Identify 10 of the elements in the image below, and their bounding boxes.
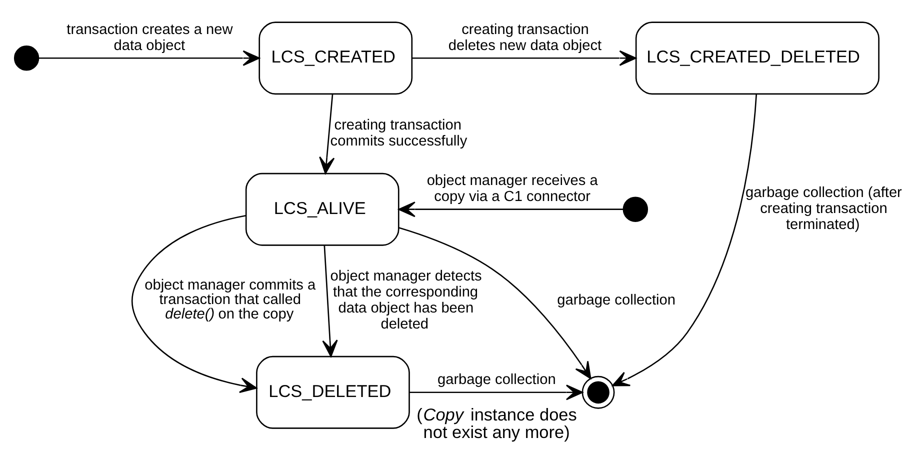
edge-label: creating transaction commits successfully: [330, 116, 467, 149]
node-label: (Copy instance does not exist any more): [416, 404, 576, 442]
edge-label: garbage collection (after creating transaction terminated): [745, 184, 902, 232]
edge-label: garbage collection: [556, 292, 675, 308]
edge-label: transaction creates a new data object: [66, 21, 232, 54]
edge-label: garbage collection: [436, 372, 556, 388]
edge-label: object manager receives a copy via a C1 connector: [426, 172, 598, 205]
edge-label: object manager commits a transaction that called delete() on the copy: [144, 276, 316, 322]
edge-label: object manager detects that the corresponding data object has been deleted: [330, 268, 482, 332]
edge-label: creating transaction deletes new data object: [448, 21, 602, 54]
